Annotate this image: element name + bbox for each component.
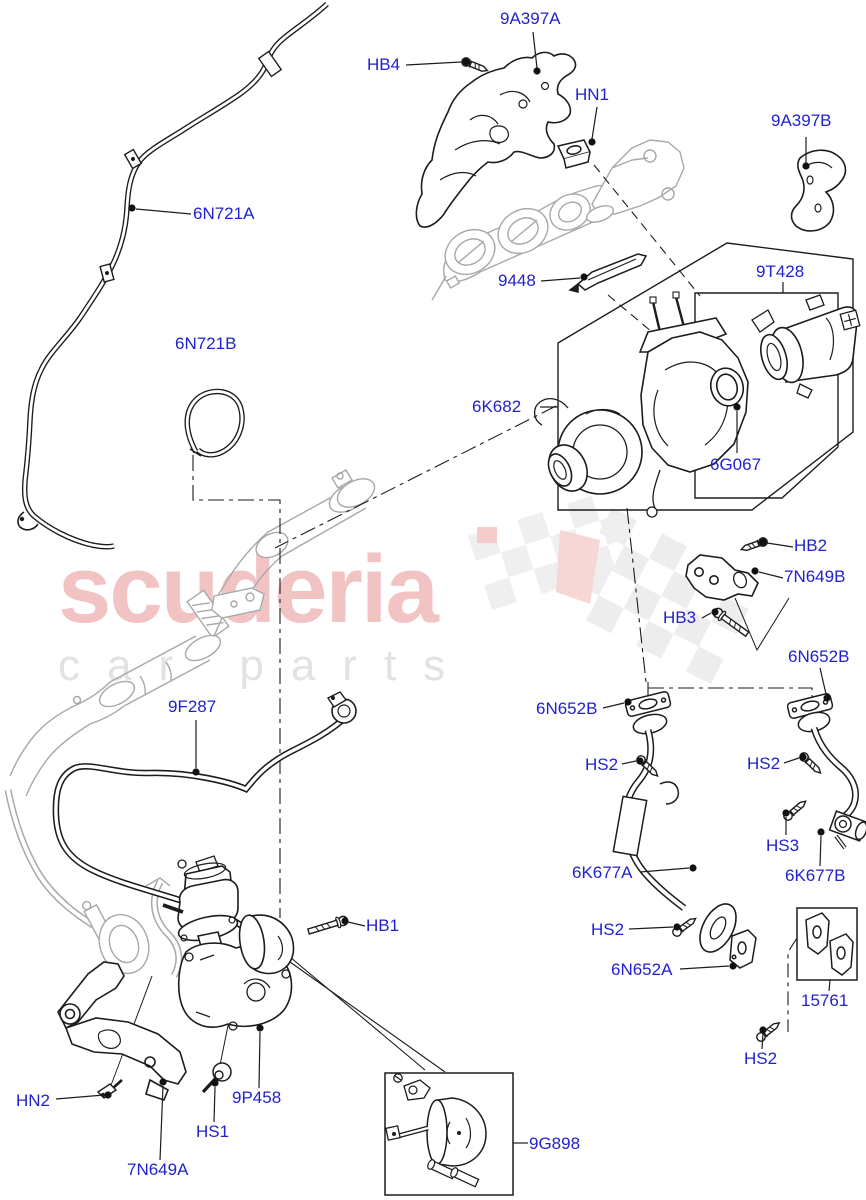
screw-hs2-d [754,1018,783,1044]
leader-lines [55,31,831,1161]
part-label-hs2-c: HS2 [591,920,625,939]
part-label-9a397a: 9A397A [500,9,561,28]
part-label-hs2-b: HS2 [747,754,781,773]
part-label-7n649a: 7N649A [127,1160,189,1179]
oil-pipe-6k677a-drawing [612,713,737,953]
bracket-7n649a-drawing [57,961,187,1101]
part-label-hb4: HB4 [367,55,401,74]
turbo-box-outline [557,242,854,511]
part-label-6n652b-right: 6N652B [788,647,850,666]
part-label-15761: 15761 [801,991,849,1010]
part-label-6n652b-left: 6N652B [536,699,598,718]
bolt-hb1 [306,913,350,938]
screw-hs1 [201,1062,232,1094]
part-label-6k677b: 6K677B [785,866,846,885]
part-label-6k677a: 6K677A [572,863,633,882]
heat-shield-9a397a-drawing [415,51,577,228]
checkered-flag-watermark [468,495,749,685]
egr-hose-9f287-drawing [52,691,357,933]
part-label-hb2: HB2 [794,536,828,555]
part-label-hs2-d: HS2 [744,1049,778,1068]
gasket-ring-6g067-drawing [709,367,745,407]
exhaust-manifold-drawing [431,139,685,301]
part-label-9p458: 9P458 [232,1088,282,1107]
gasket-kit-15761-box [796,907,858,981]
gasket-6n652b-left-drawing [624,691,672,717]
part-label-hn2: HN2 [16,1091,51,1110]
gasket-6n652a-drawing [729,929,757,969]
manifold-gasket-9448-drawing [568,253,648,293]
oil-pipe-6k677b-drawing [797,711,866,850]
part-label-9a397b: 9A397B [771,111,832,130]
part-label-6n721a: 6N721A [193,204,255,223]
part-label-hs1: HS1 [196,1122,230,1141]
downpipe-catalyst-reference-drawing [9,469,376,797]
part-label-9t428: 9T428 [756,262,805,281]
vacuum-actuator-9g898-box [384,1072,514,1196]
hose-6n721b-drawing [184,388,245,458]
part-label-6k682: 6K682 [472,397,522,416]
bracket-7n649b-drawing [685,554,759,601]
turbocharger-6k682-drawing [533,291,749,518]
charge-pipe-throttle-reference-drawing [4,789,183,978]
part-label-hb3: HB3 [663,608,697,627]
egr-valve-assembly-drawing [162,855,295,1031]
turbo-outlet-9t428-drawing [751,294,861,399]
part-label-6n721b: 6N721B [175,334,237,353]
part-label-hs2-a: HS2 [585,755,619,774]
part-label-6g067: 6G067 [710,455,762,474]
part-label-9g898: 9G898 [529,1134,581,1153]
part-label-hs3: HS3 [766,836,800,855]
part-label-hb1: HB1 [366,916,400,935]
part-label-9f287: 9F287 [168,697,217,716]
part-label-9448: 9448 [498,271,536,290]
part-label-7n649b: 7N649B [784,567,846,586]
vacuum-tube-6n721a-drawing [17,1,329,550]
heat-shield-9a397b-drawing [790,149,847,232]
part-label-6n652a: 6N652A [611,960,673,979]
nut-hn1 [556,139,592,169]
part-label-hn1: HN1 [575,85,610,104]
